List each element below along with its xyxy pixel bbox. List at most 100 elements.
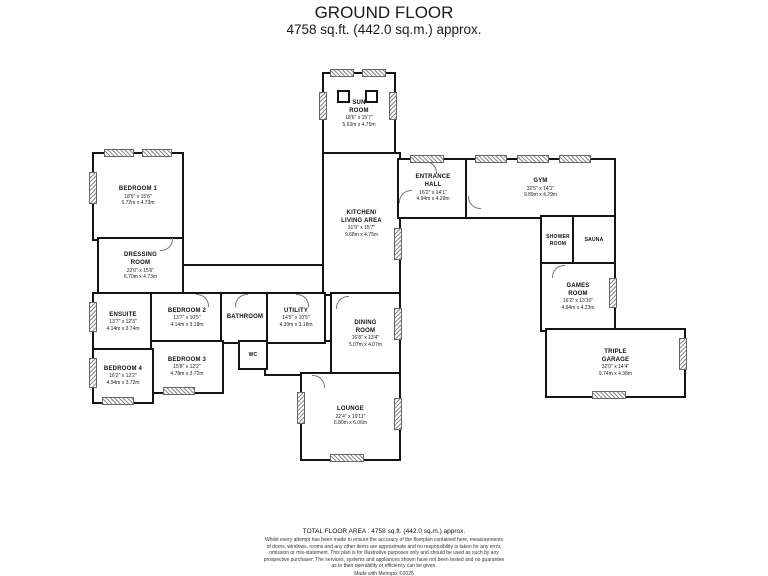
room-games-room: GAMES ROOM 16'2" x 13'10" 4.94m x 4.23m [540, 262, 616, 332]
hallway-lower [264, 340, 334, 376]
room-label: BEDROOM 4 16'2" x 12'2" 4.94m x 3.72m [104, 366, 142, 387]
window-icon [102, 397, 134, 405]
room-dim-metric: 6.80m x 6.06m [333, 420, 368, 427]
room-bedroom-4: BEDROOM 4 16'2" x 12'2" 4.94m x 3.72m [92, 348, 154, 404]
room-bedroom-1: BEDROOM 1 18'9" x 15'6" 5.72m x 4.73m [92, 152, 184, 241]
room-dim-imperial: 16'2" x 12'2" [109, 373, 137, 380]
room-name: TRIPLE GARAGE [601, 348, 630, 363]
room-dim-metric: 9.74m x 4.38m [598, 370, 633, 377]
room-name: UTILITY [283, 307, 309, 314]
window-icon [362, 69, 386, 77]
room-dim-metric: 4.94m x 4.29m [416, 196, 450, 203]
room-sun-room: SUN ROOM 18'6" x 15'7" 5.63m x 4.75m [322, 72, 396, 156]
room-utility: UTILITY 14'5" x 10'5" 4.39m x 3.18m [266, 292, 326, 344]
room-sauna: SAUNA [572, 215, 616, 266]
room-label: ENSUITE 13'7" x 12'3" 4.14m x 3.74m [106, 312, 139, 333]
room-label: BEDROOM 3 15'8" x 12'2" 4.78m x 3.72m [168, 357, 206, 378]
room-label: LOUNGE 22'4" x 19'11" 6.80m x 6.06m [334, 406, 367, 427]
room-dim-imperial: 14'5" x 10'5" [282, 315, 310, 322]
room-name: ENSUITE [109, 311, 137, 318]
room-label: DRESSING ROOM 22'0" x 15'6" 6.70m x 4.73… [124, 252, 157, 281]
room-name: SHOWER ROOM [546, 234, 570, 247]
room-dim-imperial: 18'6" x 15'7" [345, 115, 373, 122]
room-name: DRESSING ROOM [124, 252, 157, 266]
room-dim-metric: 4.14m x 3.18m [170, 321, 204, 328]
window-icon [163, 387, 195, 395]
room-label: SUN ROOM 18'6" x 15'7" 5.63m x 4.75m [342, 100, 375, 129]
room-name: SAUNA [584, 237, 604, 244]
room-dim-imperial: 15'8" x 12'2" [173, 364, 201, 371]
window-icon [104, 149, 134, 157]
window-icon [389, 92, 397, 120]
room-label: GAMES ROOM 16'2" x 13'10" 4.94m x 4.23m [561, 283, 594, 312]
room-dim-metric: 5.07m x 4.07m [348, 341, 383, 348]
window-icon [592, 391, 626, 399]
room-gym: GYM 32'5" x 14'1" 9.89m x 4.29m [465, 158, 616, 219]
window-icon [297, 392, 305, 424]
room-bedroom-2: BEDROOM 2 13'7" x 10'5" 4.14m x 3.18m [150, 292, 224, 344]
room-triple-garage: TRIPLE GARAGE 32'0" x 14'4" 9.74m x 4.38… [545, 328, 686, 398]
room-dim-imperial: 16'8" x 13'4" [351, 335, 380, 342]
room-name: GAMES ROOM [566, 282, 590, 297]
room-dim-metric: 4.14m x 3.74m [106, 325, 140, 332]
room-name: DINING ROOM [354, 319, 377, 334]
disclaimer-text: Whilst every attempt has been made to en… [263, 537, 505, 569]
room-label: DINING ROOM 16'8" x 13'4" 5.07m x 4.07m [349, 320, 382, 349]
room-label: KITCHEN/ LIVING AREA 31'9" x 15'7" 9.68m… [341, 210, 382, 239]
window-icon [394, 398, 402, 430]
room-name: KITCHEN/ LIVING AREA [341, 209, 382, 224]
room-ensuite: ENSUITE 13'7" x 12'3" 4.14m x 3.74m [92, 292, 154, 352]
room-name: ENTRANCE HALL [415, 174, 451, 188]
room-dim-imperial: 18'9" x 15'6" [124, 193, 152, 200]
room-dim-imperial: 13'7" x 10'5" [173, 315, 201, 322]
room-label: BEDROOM 1 18'9" x 15'6" 5.72m x 4.73m [119, 186, 157, 207]
window-icon [330, 69, 354, 77]
room-dim-metric: 4.78m x 3.72m [170, 370, 204, 377]
room-name: BATHROOM [226, 314, 264, 321]
window-icon [89, 358, 97, 388]
room-dim-imperial: 16'2" x 13'10" [562, 298, 594, 305]
room-dim-metric: 4.94m x 4.23m [561, 304, 595, 311]
room-dim-imperial: 16'2" x 14'1" [419, 189, 447, 196]
room-dim-metric: 4.39m x 3.18m [279, 321, 313, 328]
room-dim-metric: 9.89m x 4.29m [523, 192, 558, 199]
window-icon [679, 338, 687, 370]
room-dim-metric: 6.70m x 4.73m [123, 274, 158, 281]
window-icon [475, 155, 507, 163]
room-name: LOUNGE [337, 406, 364, 413]
room-label: SHOWER ROOM [546, 234, 570, 247]
window-icon [394, 228, 402, 260]
room-label: BEDROOM 2 13'7" x 10'5" 4.14m x 3.18m [168, 308, 206, 329]
room-name: WC [248, 351, 258, 358]
page-subtitle: 4758 sq.ft. (442.0 sq.m.) approx. [286, 22, 482, 37]
room-dim-imperial: 13'7" x 12'3" [109, 319, 137, 326]
window-icon [410, 155, 444, 163]
page-title: GROUND FLOOR [314, 3, 454, 22]
room-label: GYM 32'5" x 14'1" 9.89m x 4.29m [524, 178, 557, 199]
room-dim-imperial: 31'9" x 15'7" [347, 225, 376, 232]
room-dim-imperial: 32'5" x 14'1" [526, 185, 555, 192]
window-icon [89, 172, 97, 204]
window-icon [89, 302, 97, 332]
window-icon [394, 308, 402, 340]
hallway-upper [180, 264, 326, 296]
room-dim-metric: 5.72m x 4.73m [121, 200, 155, 207]
metropix-credit: Made with Metropix ©2025 [354, 570, 414, 576]
window-icon [142, 149, 172, 157]
room-dressing-room: DRESSING ROOM 22'0" x 15'6" 6.70m x 4.73… [97, 237, 184, 296]
room-name: SUN ROOM [349, 99, 369, 114]
room-name: GYM [533, 178, 548, 185]
window-icon [330, 454, 364, 462]
room-name: BEDROOM 4 [103, 365, 143, 372]
total-floor-area: TOTAL FLOOR AREA : 4758 sq.ft. (442.0 sq… [302, 528, 466, 535]
room-label: BATHROOM [227, 314, 263, 322]
room-dim-imperial: 22'0" x 15'6" [126, 267, 155, 274]
window-icon [559, 155, 591, 163]
room-wc: WC [238, 340, 268, 370]
pillar-icon [365, 90, 378, 103]
room-dim-imperial: 22'4" x 19'11" [335, 413, 366, 420]
footer: TOTAL FLOOR AREA : 4758 sq.ft. (442.0 sq… [0, 528, 768, 576]
room-dim-metric: 4.94m x 3.72m [106, 379, 140, 386]
